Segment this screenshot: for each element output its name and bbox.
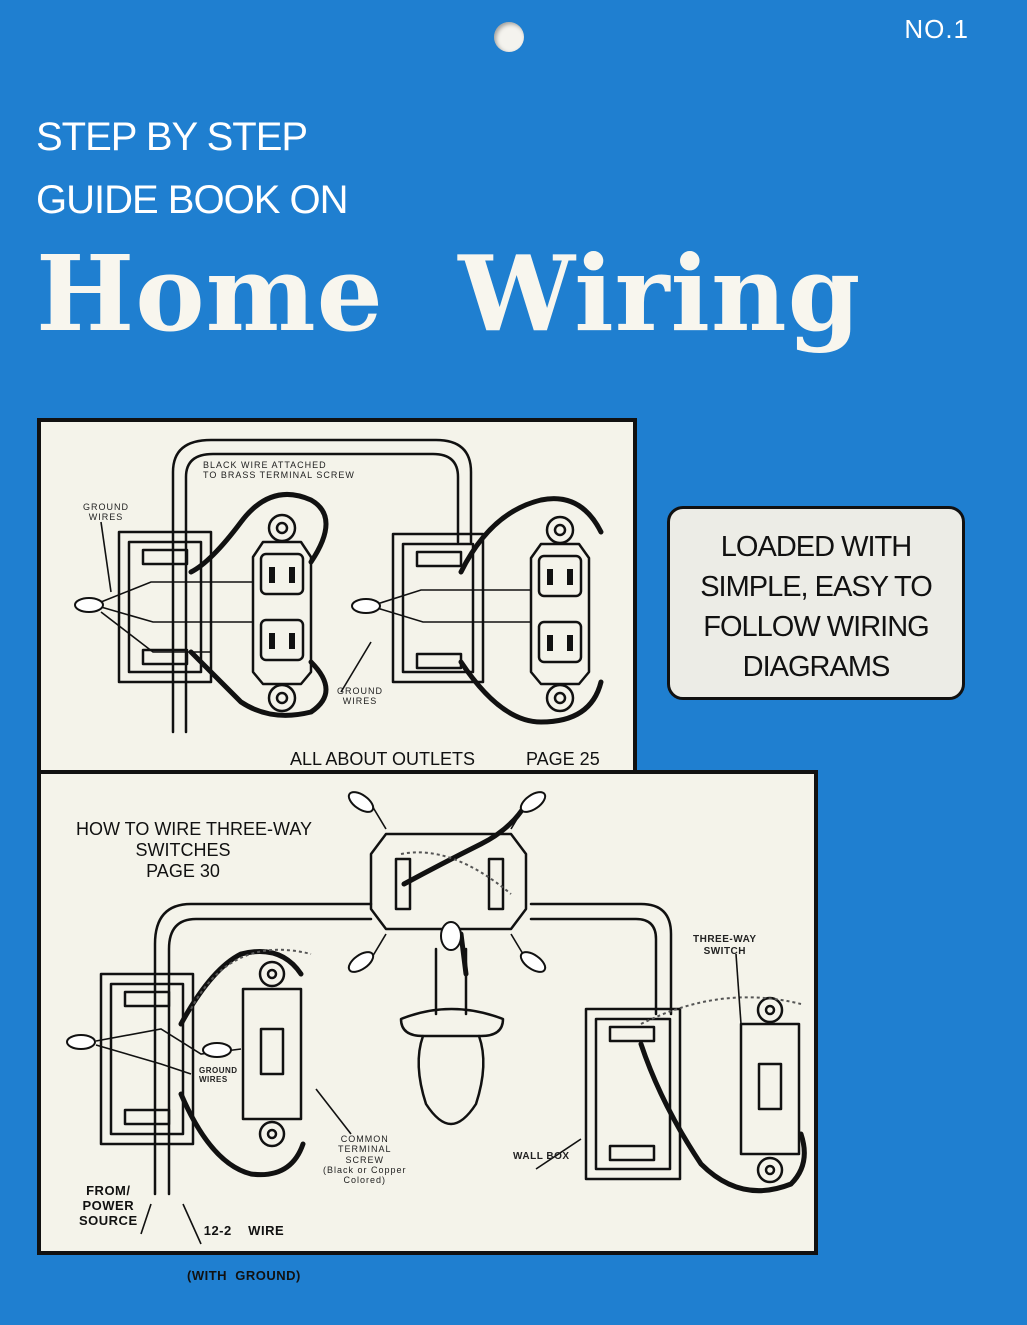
switches-caption: HOW TO WIRE THREE-WAY SWITCHES PAGE 30 xyxy=(63,819,363,882)
outlets-caption-page: PAGE 25 xyxy=(526,749,600,769)
power-source-label-line-1: FROM/ xyxy=(86,1183,131,1198)
ground-wires-label-left-line-2: WIRES xyxy=(88,512,124,523)
switches-caption-line-1: HOW TO WIRE THREE-WAY xyxy=(75,819,312,839)
ground-wires-label-left: GROUND WIRES xyxy=(83,502,129,523)
switches-caption-line-2: SWITCHES xyxy=(135,840,231,860)
common-terminal-label-line-2: TERMINAL xyxy=(338,1144,392,1155)
common-terminal-label-line-4: (Black or Copper xyxy=(323,1165,407,1176)
wall-box-label: WALL BOX xyxy=(513,1151,570,1162)
three-way-switch-label-line-1: THREE-WAY xyxy=(693,934,757,945)
ground-wires-label-right-line-1: GROUND xyxy=(337,686,383,696)
ground-wires-label-right: GROUND WIRES xyxy=(337,686,383,707)
wire-type-label-line-2: (WITH GROUND) xyxy=(187,1267,301,1283)
three-way-switch-label: THREE-WAY SWITCH xyxy=(693,934,757,957)
promo-line-4: DIAGRAMS xyxy=(742,651,891,683)
issue-number: NO.1 xyxy=(904,14,969,44)
promo-line-3: FOLLOW WIRING xyxy=(703,611,929,643)
outlets-caption: ALL ABOUT OUTLETS xyxy=(290,749,476,769)
punch-hole xyxy=(494,22,524,52)
ground-wires-label-right-line-2: WIRES xyxy=(342,696,378,707)
promo-line-1: LOADED WITH xyxy=(720,531,912,563)
promo-box: LOADED WITH SIMPLE, EASY TO FOLLOW WIRIN… xyxy=(667,506,965,700)
three-way-switch-label-line-2: SWITCH xyxy=(703,945,747,957)
ground-wires-label-line-2: WIRES xyxy=(199,1075,228,1085)
ground-wires-label-line-1: GROUND xyxy=(199,1066,238,1075)
headline-line-1: STEP BY STEP xyxy=(36,115,308,159)
common-terminal-label-line-3: SCREW xyxy=(345,1154,385,1165)
power-source-label-line-2: POWER xyxy=(82,1197,135,1213)
ground-wires-label: GROUND WIRES xyxy=(199,1066,238,1084)
wire-type-label: 12-2 WIRE (WITH GROUND) xyxy=(187,1194,301,1314)
headline-line-2: GUIDE BOOK ON xyxy=(36,178,348,222)
black-wire-label: BLACK WIRE ATTACHED TO BRASS TERMINAL SC… xyxy=(203,460,355,481)
black-wire-label-line-2: TO BRASS TERMINAL SCREW xyxy=(203,470,355,481)
power-source-label: FROM/ POWER SOURCE xyxy=(79,1183,138,1229)
switches-caption-line-3: PAGE 30 xyxy=(146,861,220,881)
common-terminal-label-line-1: COMMON xyxy=(340,1134,389,1144)
promo-line-2: SIMPLE, EASY TO xyxy=(700,571,933,603)
common-terminal-label-line-5: Colored) xyxy=(343,1175,387,1186)
black-wire-label-line-1: BLACK WIRE ATTACHED xyxy=(203,460,327,470)
outlets-diagram-panel: BLACK WIRE ATTACHED TO BRASS TERMINAL SC… xyxy=(37,418,637,776)
outlet-wiring-diagram xyxy=(74,438,604,734)
power-source-label-line-3: SOURCE xyxy=(79,1212,138,1228)
three-way-switch-diagram xyxy=(66,791,807,1245)
wire-type-label-line-1: 12-2 WIRE xyxy=(203,1222,285,1238)
book-title: Home Wiring xyxy=(36,232,862,355)
switches-diagram-panel: HOW TO WIRE THREE-WAY SWITCHES PAGE 30 T… xyxy=(37,770,818,1283)
common-terminal-label: COMMON TERMINAL SCREW (Black or Copper C… xyxy=(323,1134,407,1186)
ground-wires-label-left-line-1: GROUND xyxy=(83,502,129,512)
